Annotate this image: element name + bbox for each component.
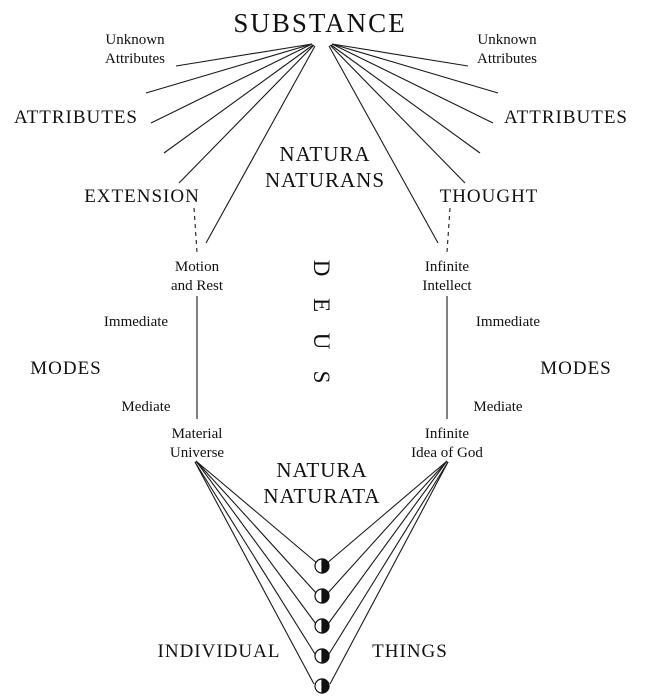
- things-label: THINGS: [372, 641, 448, 662]
- half-filled-circle-icon: [314, 588, 330, 604]
- half-filled-circle-icon: [314, 678, 330, 694]
- individual-label: INDIVIDUAL: [157, 641, 281, 662]
- unknown-attributes-left: Unknown Attributes: [105, 32, 165, 67]
- dashed-connector-right: [446, 207, 451, 253]
- mediate-label-right: Mediate: [473, 399, 523, 415]
- deus-letter-u: U: [309, 332, 334, 350]
- infinite-intellect-label: Infinite Intellect: [422, 259, 472, 294]
- unknown-attributes-right: Unknown Attributes: [477, 32, 537, 67]
- material-universe-label: Material Universe: [169, 426, 225, 461]
- modes-label-right: MODES: [540, 358, 612, 379]
- attributes-label-left: ATTRIBUTES: [14, 107, 138, 128]
- modes-label-left: MODES: [30, 358, 102, 379]
- natura-naturans-label: NATURA NATURANS: [264, 142, 386, 192]
- infinite-idea-of-god-label: Infinite Idea of God: [411, 426, 483, 461]
- immediate-label-left: Immediate: [103, 314, 169, 330]
- substance-fan-left: [145, 43, 316, 244]
- deus-letter-e: E: [309, 297, 334, 313]
- dashed-connector-left: [193, 207, 198, 253]
- individual-things-nodes: [314, 558, 330, 694]
- mediate-label-left: Mediate: [121, 399, 171, 415]
- deus-letter-s: S: [309, 370, 334, 384]
- substance-title: SUBSTANCE: [233, 8, 407, 38]
- thought-label: THOUGHT: [439, 186, 539, 207]
- half-filled-circle-icon: [314, 558, 330, 574]
- attributes-label-right: ATTRIBUTES: [504, 107, 628, 128]
- things-fan-left: [194, 460, 319, 685]
- extension-label: EXTENSION: [84, 186, 200, 207]
- deus-letter-d: D: [309, 259, 334, 277]
- natura-naturata-label: NATURA NATURATA: [263, 458, 381, 508]
- substance-fan-right: [328, 43, 499, 244]
- half-filled-circle-icon: [314, 618, 330, 634]
- motion-and-rest-label: Motion and Rest: [170, 259, 224, 294]
- things-fan-right: [325, 460, 449, 685]
- half-filled-circle-icon: [314, 648, 330, 664]
- immediate-label-right: Immediate: [475, 314, 541, 330]
